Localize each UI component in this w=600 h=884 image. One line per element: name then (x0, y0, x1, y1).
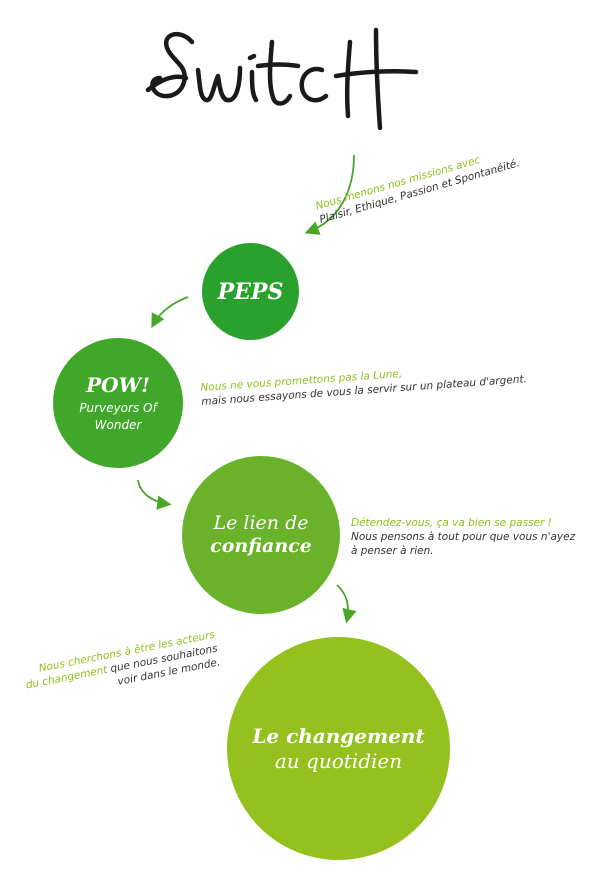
switch-logo (145, 27, 419, 130)
pow-subtitle-line-2: Wonder (94, 417, 142, 432)
pow-title: POW! (86, 372, 150, 397)
arrow-lien-to-changement (336, 584, 357, 624)
changement-title-line-2: au quotidien (274, 748, 403, 773)
arrow-logo-to-peps (304, 154, 355, 235)
changement-title-line-1: Le changement (252, 723, 425, 748)
lien-note: Détendez-vous, ça va bien se passer ! No… (351, 516, 575, 558)
arrow-peps-to-pow (151, 296, 189, 329)
lien-note-green: Détendez-vous, ça va bien se passer ! (351, 517, 552, 529)
lien-title-line-1: Le lien de (213, 512, 309, 534)
lien-title-line-2: confiance (210, 535, 312, 557)
lien-note-dark-1: Nous pensons à tout pour que vous n'ayez (351, 531, 576, 543)
peps-circle: PEPS (202, 243, 299, 340)
peps-title: PEPS (217, 278, 284, 305)
pow-circle: POW! Purveyors Of Wonder (53, 338, 183, 468)
pow-subtitle-line-1: Purveyors Of (79, 400, 157, 415)
pow-subtitle: Purveyors Of Wonder (79, 400, 156, 434)
lien-circle: Le lien de confiance (182, 456, 340, 614)
lien-note-dark-2: à penser à rien. (351, 545, 434, 557)
changement-circle: Le changement au quotidien (227, 637, 450, 860)
arrow-pow-to-lien (137, 479, 172, 510)
